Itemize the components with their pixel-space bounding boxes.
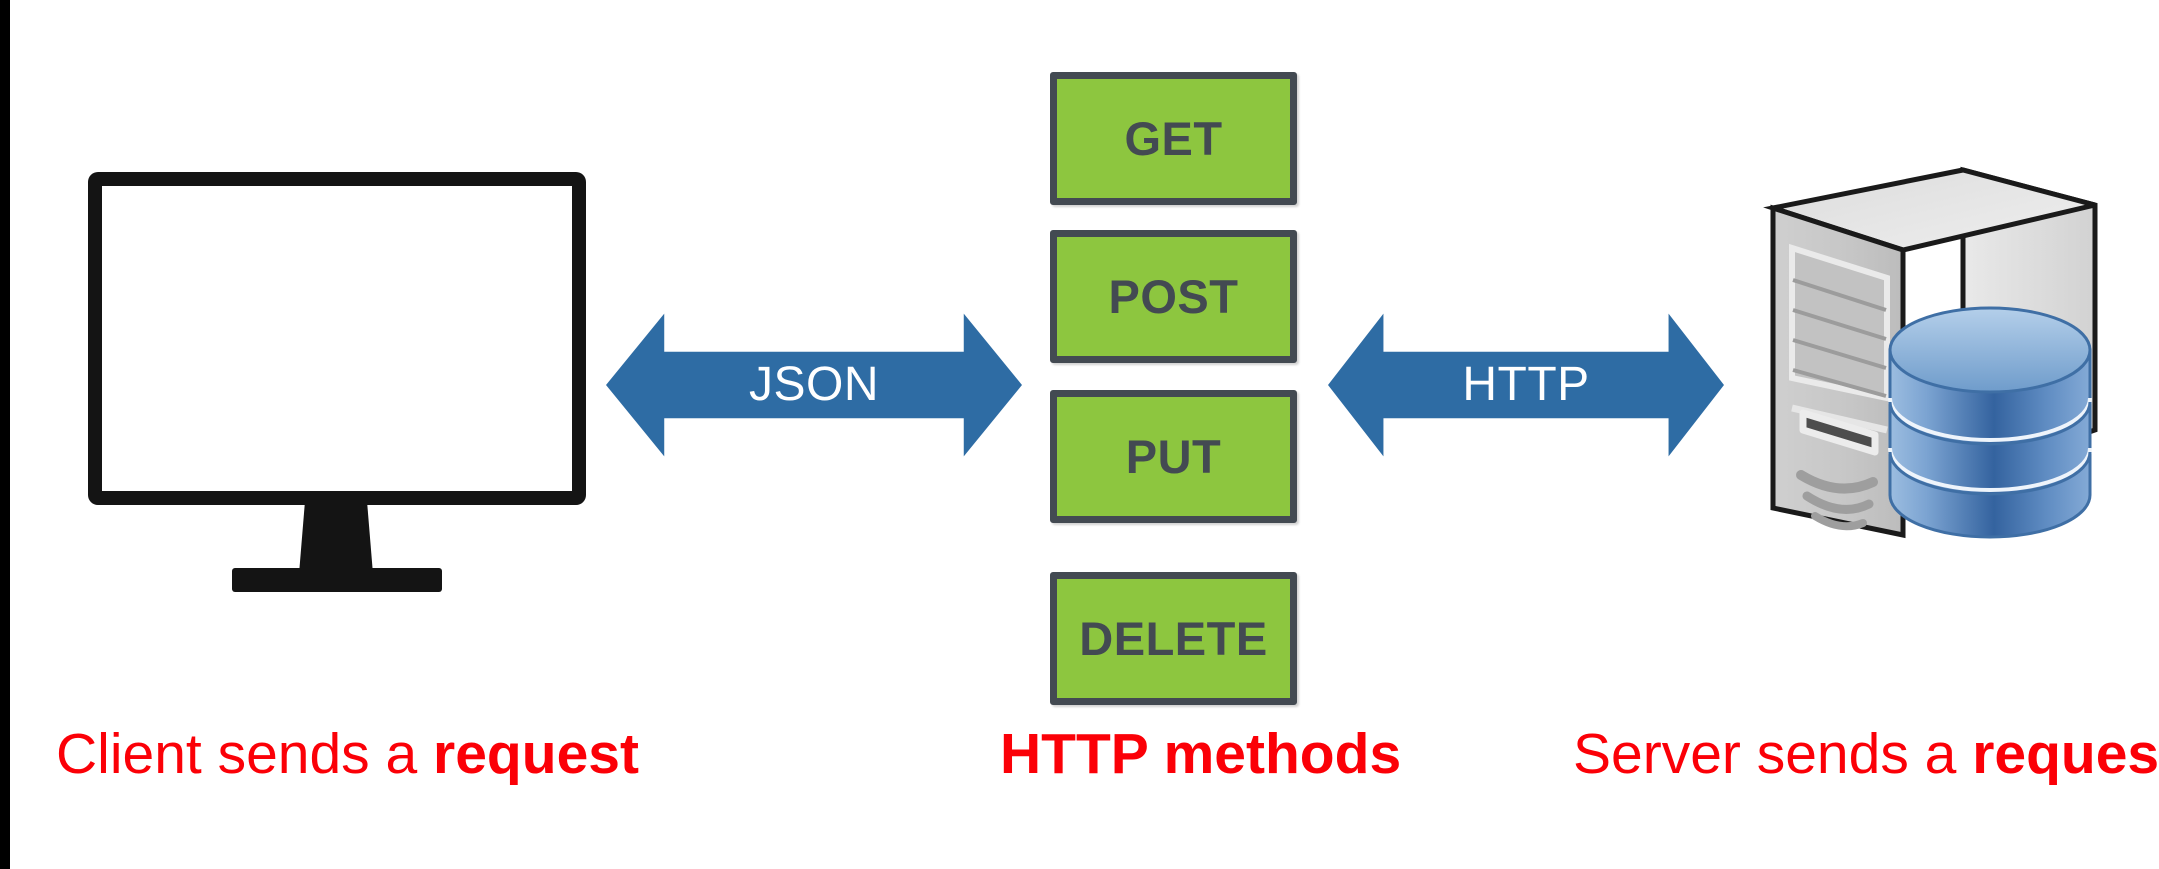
monitor-stand-neck: [299, 502, 373, 574]
monitor-stand-base: [232, 568, 442, 592]
method-label-post: POST: [1108, 270, 1239, 323]
server-vent-slat: [1792, 308, 1887, 341]
server-drive-slot: [1799, 409, 1879, 456]
caption-server-emphasis: request: [1972, 722, 2159, 786]
method-box-get[interactable]: GET: [1050, 72, 1297, 205]
database-top-disc: [1888, 306, 2092, 394]
server-fan-curve: [1796, 470, 1878, 494]
method-box-put[interactable]: PUT: [1050, 390, 1297, 523]
caption-server-prefix: Server sends a: [1573, 722, 1973, 786]
caption-server: Server sends a request: [1573, 726, 2159, 783]
database-ring-line: [1888, 451, 2092, 496]
caption-client-emphasis: request: [433, 722, 639, 786]
arrow-label-json: JSON: [748, 358, 879, 411]
database-ring-highlight: [1888, 397, 2092, 442]
caption-client: Client sends a request: [56, 726, 639, 783]
arrow-label-http: HTTP: [1462, 358, 1590, 411]
method-label-put: PUT: [1125, 430, 1222, 483]
left-edge-bar: [0, 0, 10, 869]
method-box-delete[interactable]: DELETE: [1050, 572, 1297, 705]
server-tower-icon: [1735, 130, 2145, 550]
database-ring-line: [1888, 401, 2092, 446]
method-label-delete: DELETE: [1079, 612, 1268, 665]
database-ring-highlight: [1888, 447, 2092, 492]
server-fan-curve: [1811, 512, 1867, 531]
double-headed-arrow-icon-json: JSON: [606, 313, 1022, 457]
server-fan-curve: [1802, 491, 1874, 514]
database-cylinder-icon: [1888, 306, 2092, 539]
monitor-frame: [88, 172, 586, 505]
method-label-get: GET: [1124, 112, 1223, 165]
monitor-screen: [116, 200, 558, 477]
double-headed-arrow-icon-http: HTTP: [1328, 313, 1724, 457]
server-vent-slat: [1792, 338, 1887, 370]
computer-monitor-icon: [88, 172, 586, 592]
caption-http-methods: HTTP methods: [1000, 722, 1402, 786]
caption-client-prefix: Client sends a: [56, 722, 434, 786]
method-box-post[interactable]: POST: [1050, 230, 1297, 363]
server-vent-slat: [1792, 278, 1887, 312]
server-vent-slat: [1792, 368, 1887, 398]
